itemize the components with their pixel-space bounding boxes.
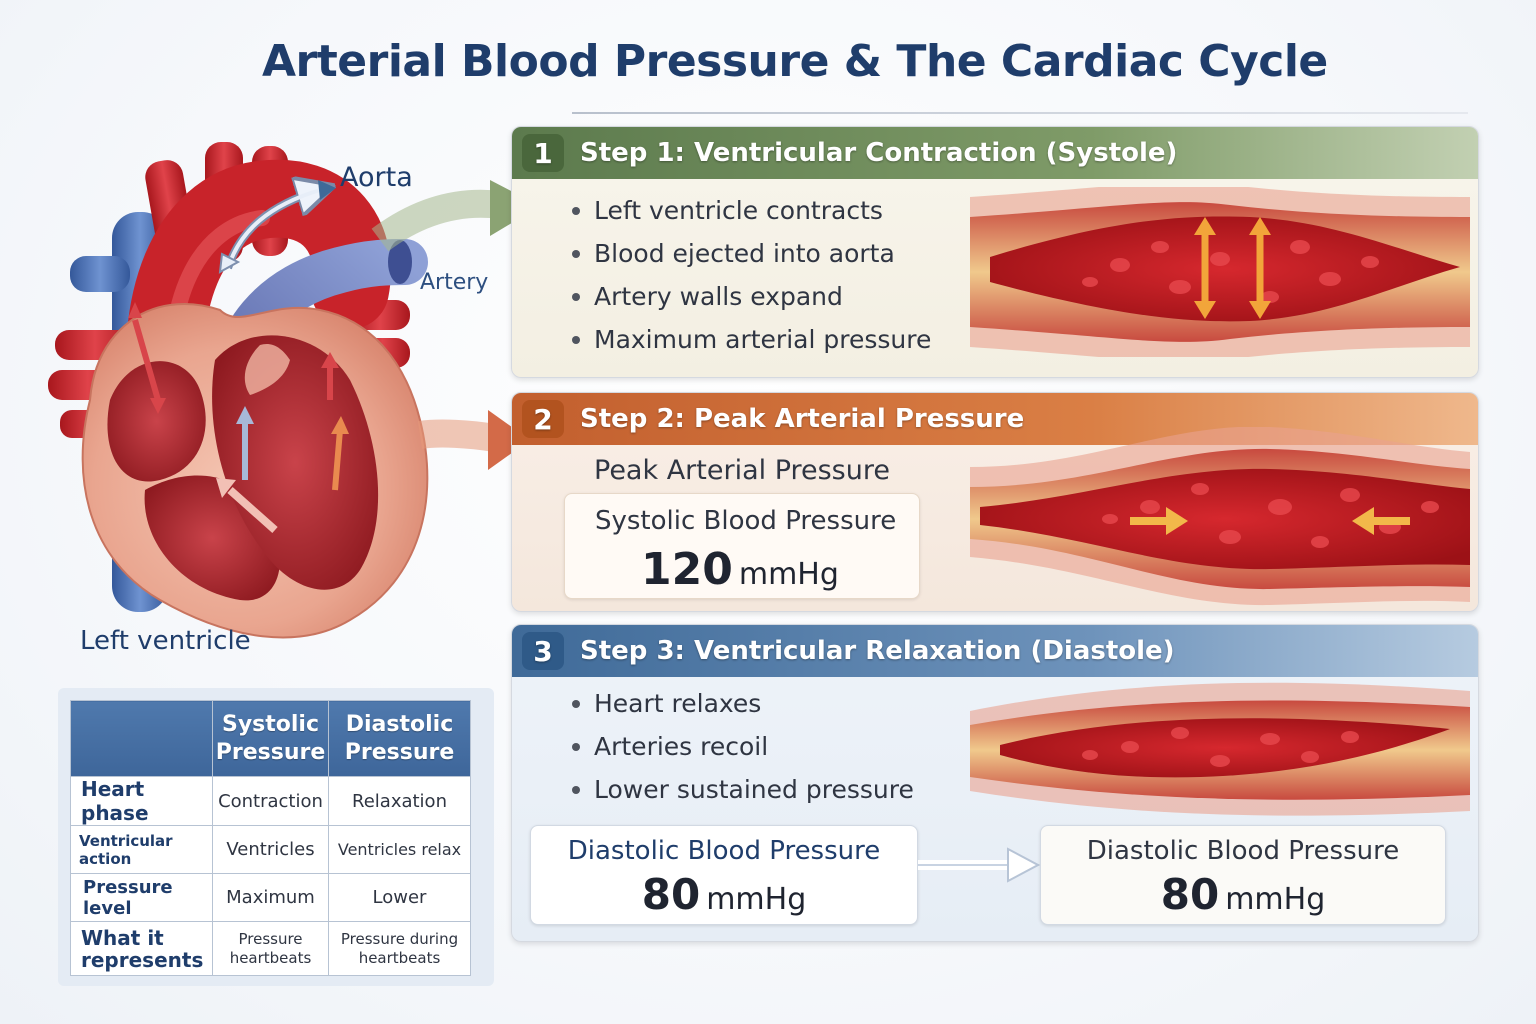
title-divider xyxy=(572,112,1468,114)
artery-label: Artery xyxy=(420,270,489,295)
table-cell: Contraction xyxy=(212,776,329,826)
bullet-dot-icon xyxy=(572,742,580,751)
diastolic-pressure-title: Diastolic Blood Pressure xyxy=(1086,836,1400,866)
flow-arrow-icon xyxy=(332,429,343,491)
bullet-dot-icon xyxy=(572,785,580,794)
bullet-dot-icon xyxy=(572,206,580,215)
page-title: Arterial Blood Pressure & The Cardiac Cy… xyxy=(262,36,1328,87)
connector-arrow-step2-icon xyxy=(417,419,498,452)
table-row-label: Heart phase xyxy=(70,776,213,826)
flow-arrow-icon xyxy=(227,487,278,533)
bullet-dot-icon xyxy=(572,292,580,301)
list-item: Maximum arterial pressure xyxy=(572,318,931,361)
step2-heading: Step 2: Peak Arterial Pressure xyxy=(580,404,1025,434)
artery-expanded-illustration xyxy=(970,187,1470,357)
aorta-flow-arrow-icon xyxy=(224,190,320,270)
table-cell: Maximum xyxy=(212,873,329,922)
step3-panel: 3 Step 3: Ventricular Relaxation (Diasto… xyxy=(511,624,1479,942)
step1-number-badge: 1 xyxy=(522,134,564,172)
aorta-label: Aorta xyxy=(340,162,413,193)
list-item: Lower sustained pressure xyxy=(572,768,914,811)
bullet-dot-icon xyxy=(572,699,580,708)
table-row: Heart phase Contraction Relaxation xyxy=(70,776,471,826)
step1-bullet-list: Left ventricle contracts Blood ejected i… xyxy=(572,189,931,361)
diastolic-pressure-title: Diastolic Blood Pressure xyxy=(567,836,881,866)
list-item: Artery walls expand xyxy=(572,275,931,318)
list-item: Heart relaxes xyxy=(572,682,914,725)
peak-arterial-pressure-label: Peak Arterial Pressure xyxy=(594,455,890,486)
table-row-label: Pressure level xyxy=(70,873,213,922)
aorta-arch xyxy=(125,159,391,459)
artery-peak-illustration xyxy=(970,427,1470,606)
step3-heading: Step 3: Ventricular Relaxation (Diastole… xyxy=(580,636,1175,666)
right-arrow-icon xyxy=(918,847,1040,883)
table-cell: Ventricles relax xyxy=(328,825,471,874)
list-item: Blood ejected into aorta xyxy=(572,232,931,275)
step2-number-badge: 2 xyxy=(522,400,564,438)
right-ventricle xyxy=(144,475,280,601)
artery-recoil-illustration xyxy=(970,682,1470,816)
vena-cava xyxy=(112,212,168,612)
bullet-dot-icon xyxy=(572,335,580,344)
left-ventricle xyxy=(212,335,379,590)
step1-panel: 1 Step 1: Ventricular Contraction (Systo… xyxy=(511,126,1479,378)
step1-header: 1 Step 1: Ventricular Contraction (Systo… xyxy=(512,127,1478,179)
left-ventricle-label: Left ventricle xyxy=(80,626,251,656)
table-row: Pressure level Maximum Lower xyxy=(70,873,471,922)
step2-panel: 2 Step 2: Peak Arterial Pressure Peak Ar… xyxy=(511,392,1479,612)
systolic-pressure-title: Systolic Blood Pressure xyxy=(595,506,897,536)
table-row: Ventricular action Ventricles Ventricles… xyxy=(70,825,471,874)
connector-arrow-step1-icon xyxy=(371,189,502,252)
step3-number-badge: 3 xyxy=(522,632,564,670)
table-cell: Ventricles xyxy=(212,825,329,874)
table-row-label: Ventricular action xyxy=(70,825,213,874)
right-atrium xyxy=(107,361,206,482)
pulmonary-artery xyxy=(206,239,428,443)
table-cell: Lower xyxy=(328,873,471,922)
step3-header: 3 Step 3: Ventricular Relaxation (Diasto… xyxy=(512,625,1478,677)
list-item: Left ventricle contracts xyxy=(572,189,931,232)
flow-arrow-icon xyxy=(132,319,161,401)
table-cell: Relaxation xyxy=(328,776,471,826)
step1-heading: Step 1: Ventricular Contraction (Systole… xyxy=(580,138,1178,168)
list-item: Arteries recoil xyxy=(572,725,914,768)
bullet-dot-icon xyxy=(572,249,580,258)
table-header-empty xyxy=(70,700,213,777)
heart-body xyxy=(81,303,429,639)
step3-bullet-list: Heart relaxes Arteries recoil Lower sust… xyxy=(572,682,914,811)
